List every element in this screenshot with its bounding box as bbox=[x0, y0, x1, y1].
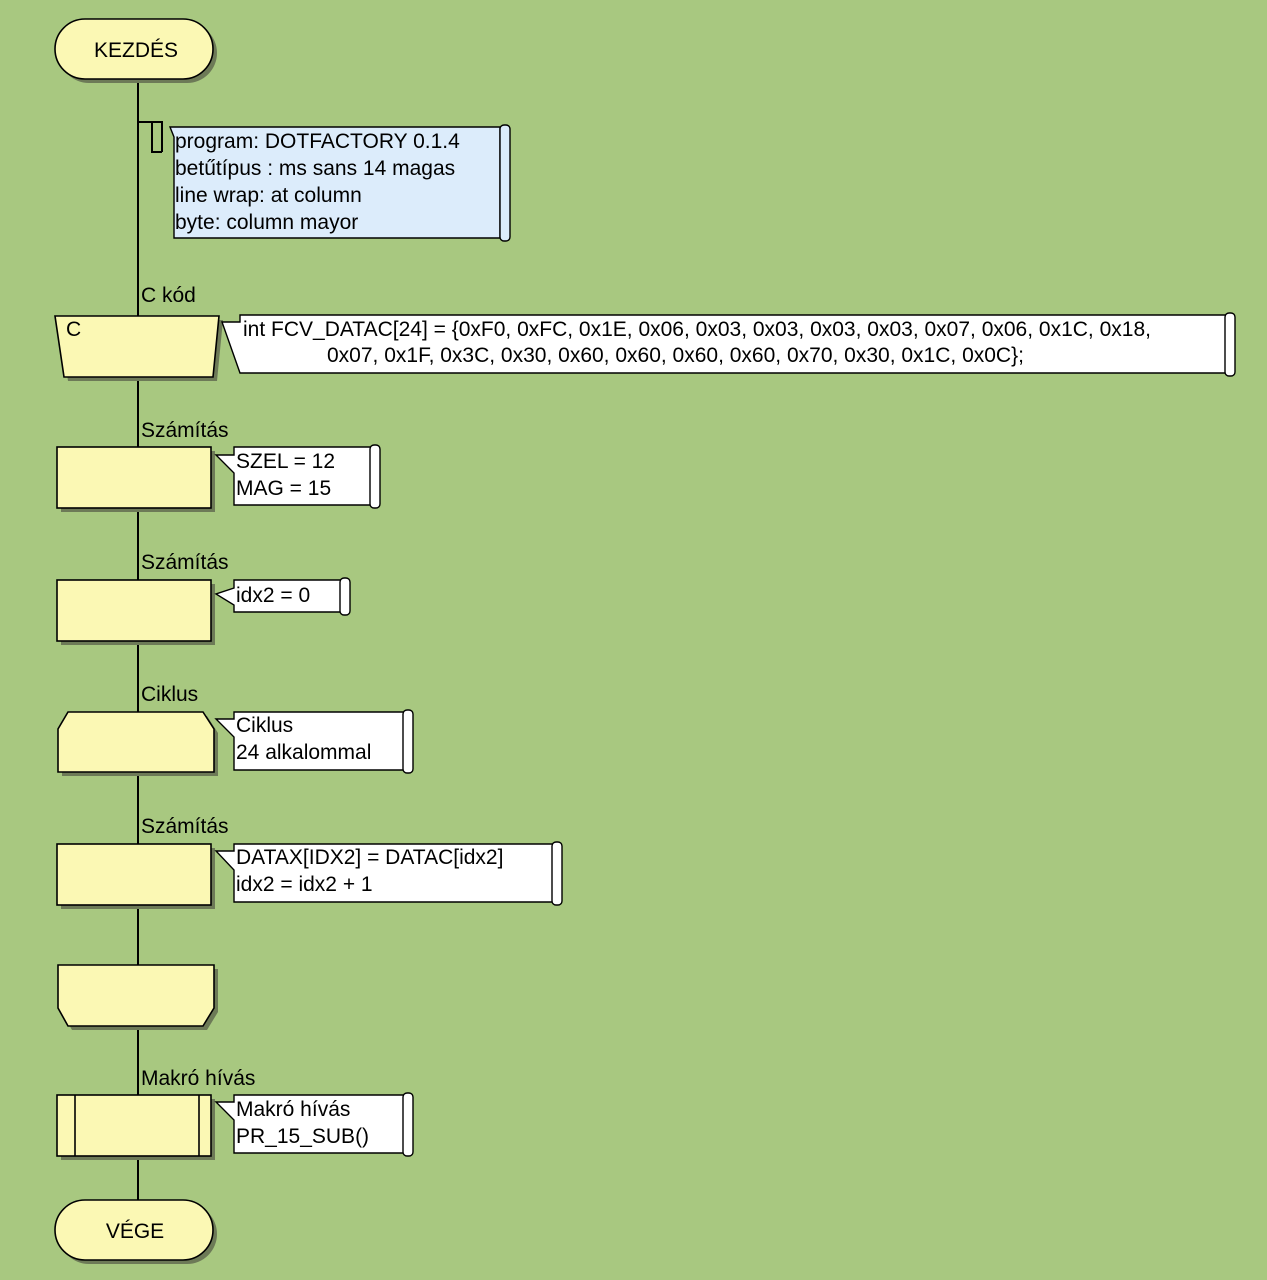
loop-line-2: 24 alkalommal bbox=[236, 741, 371, 764]
calc-3-line-2: idx2 = idx2 + 1 bbox=[236, 873, 373, 896]
comment-line-1: program: DOTFACTORY 0.1.4 bbox=[175, 130, 460, 153]
calc-block-2[interactable]: Számítás idx2 = 0 bbox=[56, 551, 351, 645]
macro-line-2: PR_15_SUB() bbox=[236, 1125, 369, 1148]
calc-3-label: Számítás bbox=[141, 815, 229, 838]
calc-2-line-1: idx2 = 0 bbox=[236, 584, 310, 607]
calc-1-line-2: MAG = 15 bbox=[236, 477, 331, 500]
comment-line-3: line wrap: at column bbox=[175, 184, 362, 207]
start-label: KEZDÉS bbox=[94, 39, 178, 62]
start-terminator[interactable]: KEZDÉS bbox=[54, 18, 217, 83]
loop-end-block[interactable] bbox=[57, 964, 218, 1030]
comment-connector bbox=[138, 121, 162, 153]
calc-1-label: Számítás bbox=[141, 419, 229, 442]
calc-2-shape bbox=[56, 579, 212, 642]
calc-2-label: Számítás bbox=[141, 551, 229, 574]
c-code-label: C kód bbox=[141, 284, 196, 307]
loop-line-1: Ciklus bbox=[236, 714, 293, 737]
calc-3-line-1: DATAX[IDX2] = DATAC[idx2] bbox=[236, 846, 503, 869]
calc-1-shape bbox=[56, 446, 212, 509]
comment-box bbox=[168, 126, 501, 239]
end-terminator[interactable]: VÉGE bbox=[54, 1199, 217, 1264]
calc-block-3[interactable]: Számítás DATAX[IDX2] = DATAC[idx2] idx2 … bbox=[56, 815, 563, 909]
c-code-block[interactable]: C kód C int FCV_DATAC[24] = {0xF0, 0xFC,… bbox=[54, 284, 1236, 381]
macro-call-block[interactable]: Makró hívás Makró hívás PR_15_SUB() bbox=[56, 1067, 414, 1160]
macro-shape bbox=[56, 1094, 212, 1157]
loop-start-block[interactable]: Ciklus Ciklus 24 alkalommal bbox=[57, 683, 414, 776]
loop-start-shape bbox=[57, 711, 215, 773]
c-code-line-1: int FCV_DATAC[24] = {0xF0, 0xFC, 0x1E, 0… bbox=[243, 318, 1151, 341]
c-code-line-2: 0x07, 0x1F, 0x3C, 0x30, 0x60, 0x60, 0x60… bbox=[327, 344, 1024, 367]
loop-label: Ciklus bbox=[141, 683, 198, 706]
c-code-icon-text: C bbox=[66, 318, 81, 341]
loop-end-shape bbox=[57, 964, 215, 1027]
comment-note[interactable]: program: DOTFACTORY 0.1.4 betűtípus : ms… bbox=[138, 121, 511, 242]
calc-block-1[interactable]: Számítás SZEL = 12 MAG = 15 bbox=[56, 419, 381, 512]
c-code-shape bbox=[54, 315, 220, 378]
macro-label: Makró hívás bbox=[141, 1067, 255, 1090]
end-label: VÉGE bbox=[106, 1220, 164, 1243]
comment-line-4: byte: column mayor bbox=[175, 211, 358, 234]
calc-3-shape bbox=[56, 843, 212, 906]
macro-line-1: Makró hívás bbox=[236, 1098, 350, 1121]
calc-1-line-1: SZEL = 12 bbox=[236, 450, 335, 473]
comment-line-2: betűtípus : ms sans 14 magas bbox=[175, 157, 455, 180]
